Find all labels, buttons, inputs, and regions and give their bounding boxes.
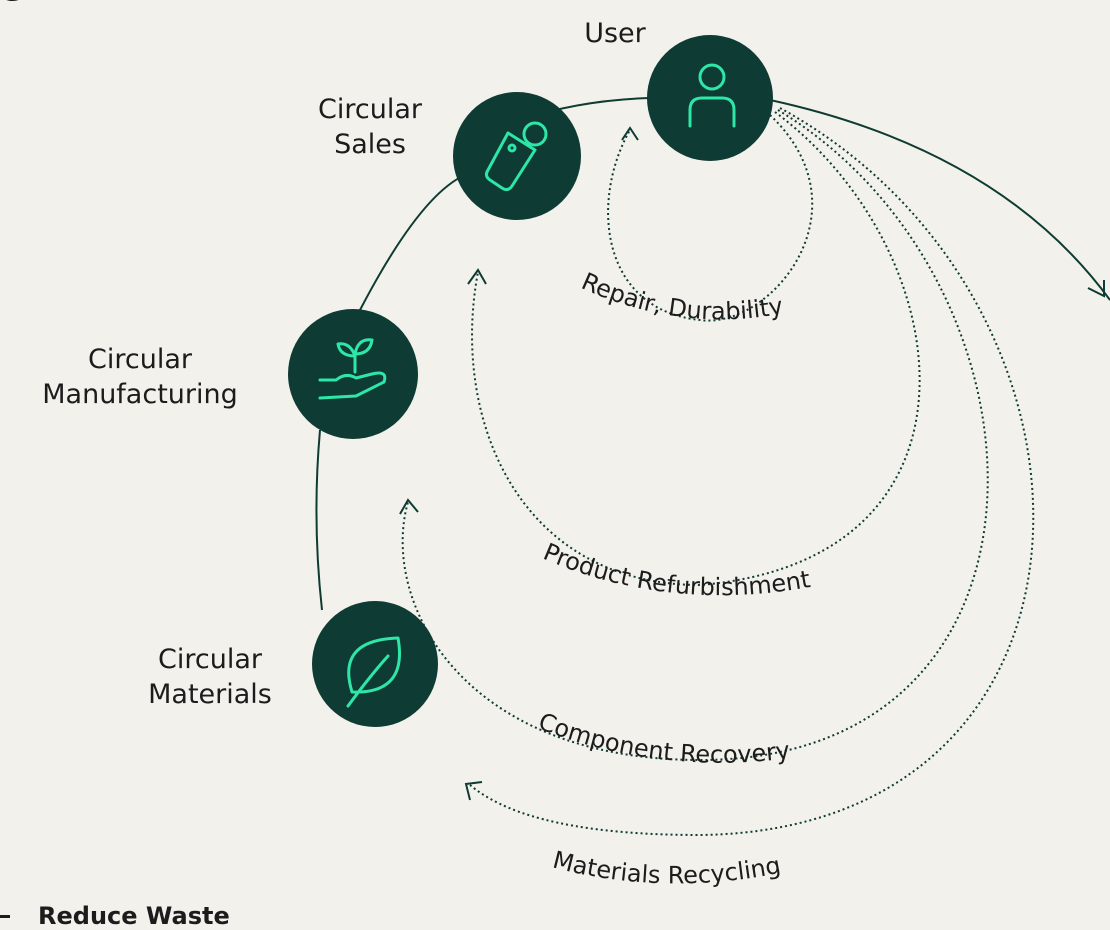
price-tag-icon bbox=[484, 121, 548, 192]
refurbishment-loop-arrowhead bbox=[467, 268, 487, 285]
legend: Reduce Waste bbox=[0, 902, 230, 930]
user-label: User bbox=[584, 18, 646, 49]
user-node bbox=[647, 35, 773, 161]
materials-node bbox=[312, 601, 438, 727]
seedling-hand-icon bbox=[318, 338, 387, 400]
main-circle-arc bbox=[315, 429, 323, 611]
user-icon bbox=[688, 63, 736, 128]
repair-loop bbox=[607, 114, 814, 322]
manufacturing-node bbox=[288, 309, 418, 439]
flow-label-repair: Repair, Durability bbox=[578, 267, 786, 325]
outflow-arrow bbox=[769, 99, 1110, 301]
legend-label: Reduce Waste bbox=[38, 902, 230, 930]
outflow-arrowhead bbox=[1087, 280, 1105, 298]
flow-label-refurbishment: Product Refurbishment bbox=[539, 538, 812, 601]
main-circle-arc bbox=[359, 174, 466, 311]
recovery-loop-arrowhead bbox=[399, 498, 419, 515]
refurbishment-loop bbox=[471, 111, 921, 587]
leaf-icon bbox=[346, 636, 401, 708]
flow-label-recycling: Materials Recycling bbox=[550, 846, 783, 890]
repair-loop-arrowhead bbox=[621, 126, 639, 141]
flow-label-recovery: Component Recovery bbox=[535, 707, 792, 768]
title-fragment: g bbox=[0, 0, 28, 3]
legend-swatch bbox=[0, 914, 10, 918]
recycling-loop-arrowhead bbox=[464, 781, 483, 801]
sales-node bbox=[453, 92, 581, 220]
recycling-loop bbox=[469, 107, 1035, 837]
